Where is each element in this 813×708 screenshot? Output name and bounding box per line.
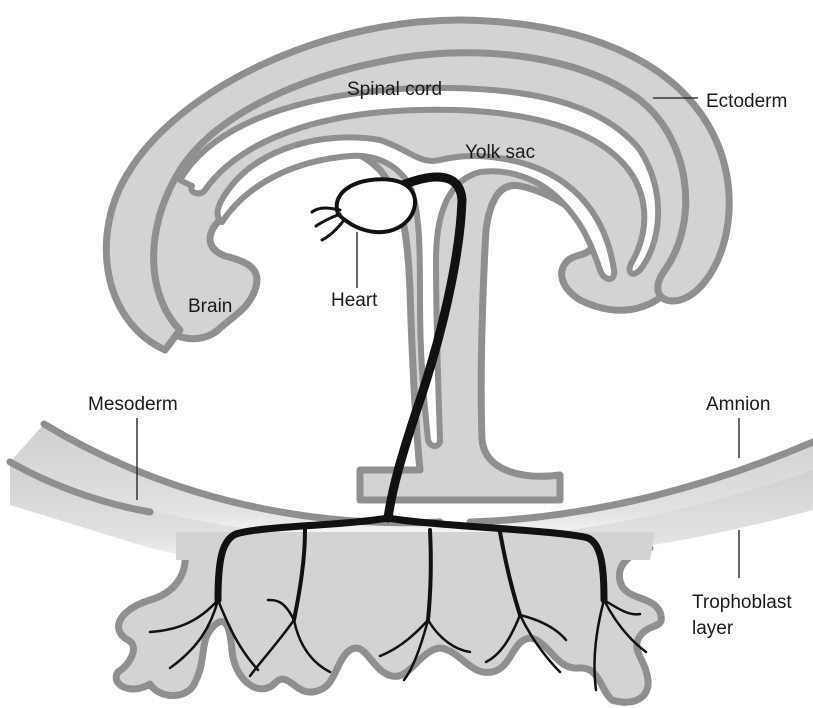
label-heart: Heart <box>331 290 378 311</box>
label-trophoblast: Trophoblast <box>692 592 792 613</box>
label-amnion: Amnion <box>706 394 770 415</box>
label-yolk-sac: Yolk sac <box>465 142 535 163</box>
heart-shape <box>312 179 415 240</box>
label-trophoblast-layer: layer <box>692 618 734 639</box>
label-spinal-cord: Spinal cord <box>347 79 442 100</box>
label-brain: Brain <box>188 296 232 317</box>
label-mesoderm: Mesoderm <box>88 394 178 415</box>
label-ectoderm: Ectoderm <box>706 91 787 112</box>
